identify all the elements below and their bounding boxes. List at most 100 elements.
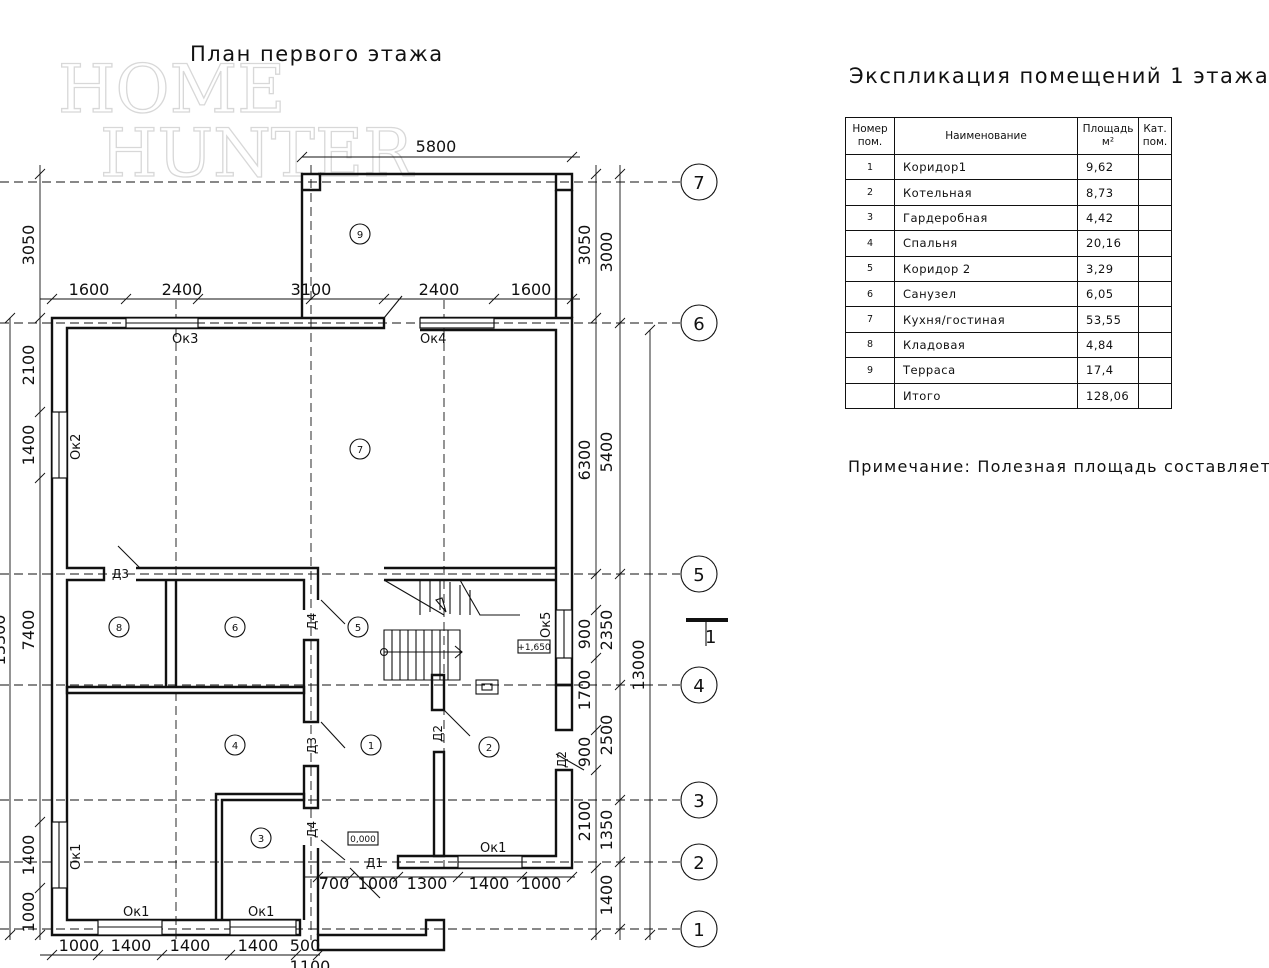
cell-cat: [1138, 255, 1172, 282]
svg-text:7: 7: [693, 173, 704, 194]
dimension-tick: [34, 472, 46, 484]
label-ok1-left: Ок1: [69, 844, 84, 870]
dim-bottom: 1400: [170, 936, 211, 955]
dim-right: 900: [575, 619, 594, 650]
dim-inner: 1000: [521, 874, 562, 893]
svg-text:5: 5: [355, 623, 361, 634]
axis-bubble: 1: [680, 910, 718, 948]
cell-cat: [1138, 280, 1172, 308]
axis-bubble: 3: [680, 781, 718, 819]
dim-inner: 700: [319, 874, 350, 893]
dim-right-total: 13000: [629, 640, 648, 691]
svg-text:2: 2: [486, 743, 492, 754]
svg-text:1: 1: [368, 741, 374, 752]
dimension-tick: [344, 871, 356, 883]
dim-bottom-total: 1100: [290, 957, 331, 968]
cell-cat: [1138, 382, 1172, 409]
cell-name: Спальня: [894, 230, 1078, 257]
dimension-tick: [4, 312, 16, 324]
dimension-tick: [34, 929, 46, 941]
dimension-tick: [305, 293, 317, 305]
section-mark: 1: [686, 618, 728, 648]
svg-text:4: 4: [232, 741, 238, 752]
svg-text:2: 2: [693, 853, 704, 874]
dimension-tick: [590, 764, 602, 776]
dim-bottom: 500: [290, 936, 321, 955]
dimension-tick: [644, 929, 656, 941]
label-ok2: Ок2: [69, 434, 84, 460]
dimension-tick: [614, 168, 626, 180]
dimension-tick: [120, 293, 132, 305]
note-text: Примечание: Полезная площадь составляет: [848, 457, 1269, 476]
axis-bubble: 7: [680, 163, 718, 201]
svg-text:3: 3: [258, 834, 264, 845]
dimension-tick: [34, 168, 46, 180]
dimension-tick: [644, 324, 656, 336]
svg-text:1: 1: [693, 920, 704, 941]
window-ok4: [419, 317, 495, 329]
dim-inner: 1400: [469, 874, 510, 893]
dim-left: 7400: [19, 610, 38, 651]
dim-inner: 1000: [358, 874, 399, 893]
cell-name: Терраса: [894, 357, 1078, 384]
dim-bottom: 1000: [59, 936, 100, 955]
cell-area: 8,73: [1077, 179, 1139, 206]
dimension-tick: [312, 871, 324, 883]
dimension-tick: [566, 871, 578, 883]
cell-area: 4,42: [1077, 204, 1139, 232]
level-mark-floor: 0,000: [347, 831, 379, 846]
header-num: Номер пом.: [845, 117, 895, 155]
cell-num: 1: [845, 153, 895, 181]
label-ok1-right: Ок1: [480, 841, 506, 856]
cell-area: 17,4: [1077, 357, 1139, 384]
svg-text:8: 8: [116, 623, 122, 634]
dimension-tick: [34, 312, 46, 324]
dim-right-b: 2500: [597, 715, 616, 756]
label-d4-lower: Д4: [305, 821, 319, 838]
dim-top: 2400: [162, 280, 203, 299]
svg-text:3: 3: [693, 791, 704, 812]
dim-bottom: 1400: [111, 936, 152, 955]
cell-name: Коридор1: [894, 153, 1078, 181]
cell-cat: [1138, 331, 1172, 359]
dimension-tick: [34, 882, 46, 894]
dim-top: 2400: [419, 280, 460, 299]
cell-area: 3,29: [1077, 255, 1139, 282]
cell-area: 20,16: [1077, 230, 1139, 257]
dim-right: 6300: [575, 440, 594, 481]
header-cat: Кат. пом.: [1138, 117, 1172, 155]
dimension-tick: [614, 856, 626, 868]
room-marker: 8: [108, 616, 130, 638]
watermark-line1: HOME: [58, 51, 285, 128]
dim-left: 1400: [19, 425, 38, 466]
dimension-tick: [614, 679, 626, 691]
dim-top-total: 5800: [416, 137, 457, 156]
dimension-tick: [614, 317, 626, 329]
dimension-tick: [590, 652, 602, 664]
dimension-tick: [590, 724, 602, 736]
cell-area: 128,06: [1077, 382, 1139, 409]
label-d3-top: Д3: [112, 567, 129, 581]
door-swings: [117, 295, 585, 899]
dimension-tick: [590, 312, 602, 324]
window-ok5: [555, 609, 573, 659]
svg-text:+1,650: +1,650: [517, 643, 551, 653]
svg-text:9: 9: [357, 230, 363, 241]
dim-top: 3100: [291, 280, 332, 299]
svg-text:7: 7: [357, 445, 363, 456]
dimension-tick: [488, 293, 500, 305]
cell-name: Коридор 2: [894, 255, 1078, 282]
dimension-tick: [156, 949, 168, 961]
room-marker: 5: [347, 616, 369, 638]
dim-right-b: 3000: [597, 232, 616, 273]
label-ok1-bottom-b: Ок1: [248, 905, 274, 920]
label-ok4: Ок4: [420, 332, 446, 347]
dimension-tick: [312, 949, 324, 961]
dimension-tick: [34, 406, 46, 418]
svg-text:1: 1: [705, 627, 716, 648]
